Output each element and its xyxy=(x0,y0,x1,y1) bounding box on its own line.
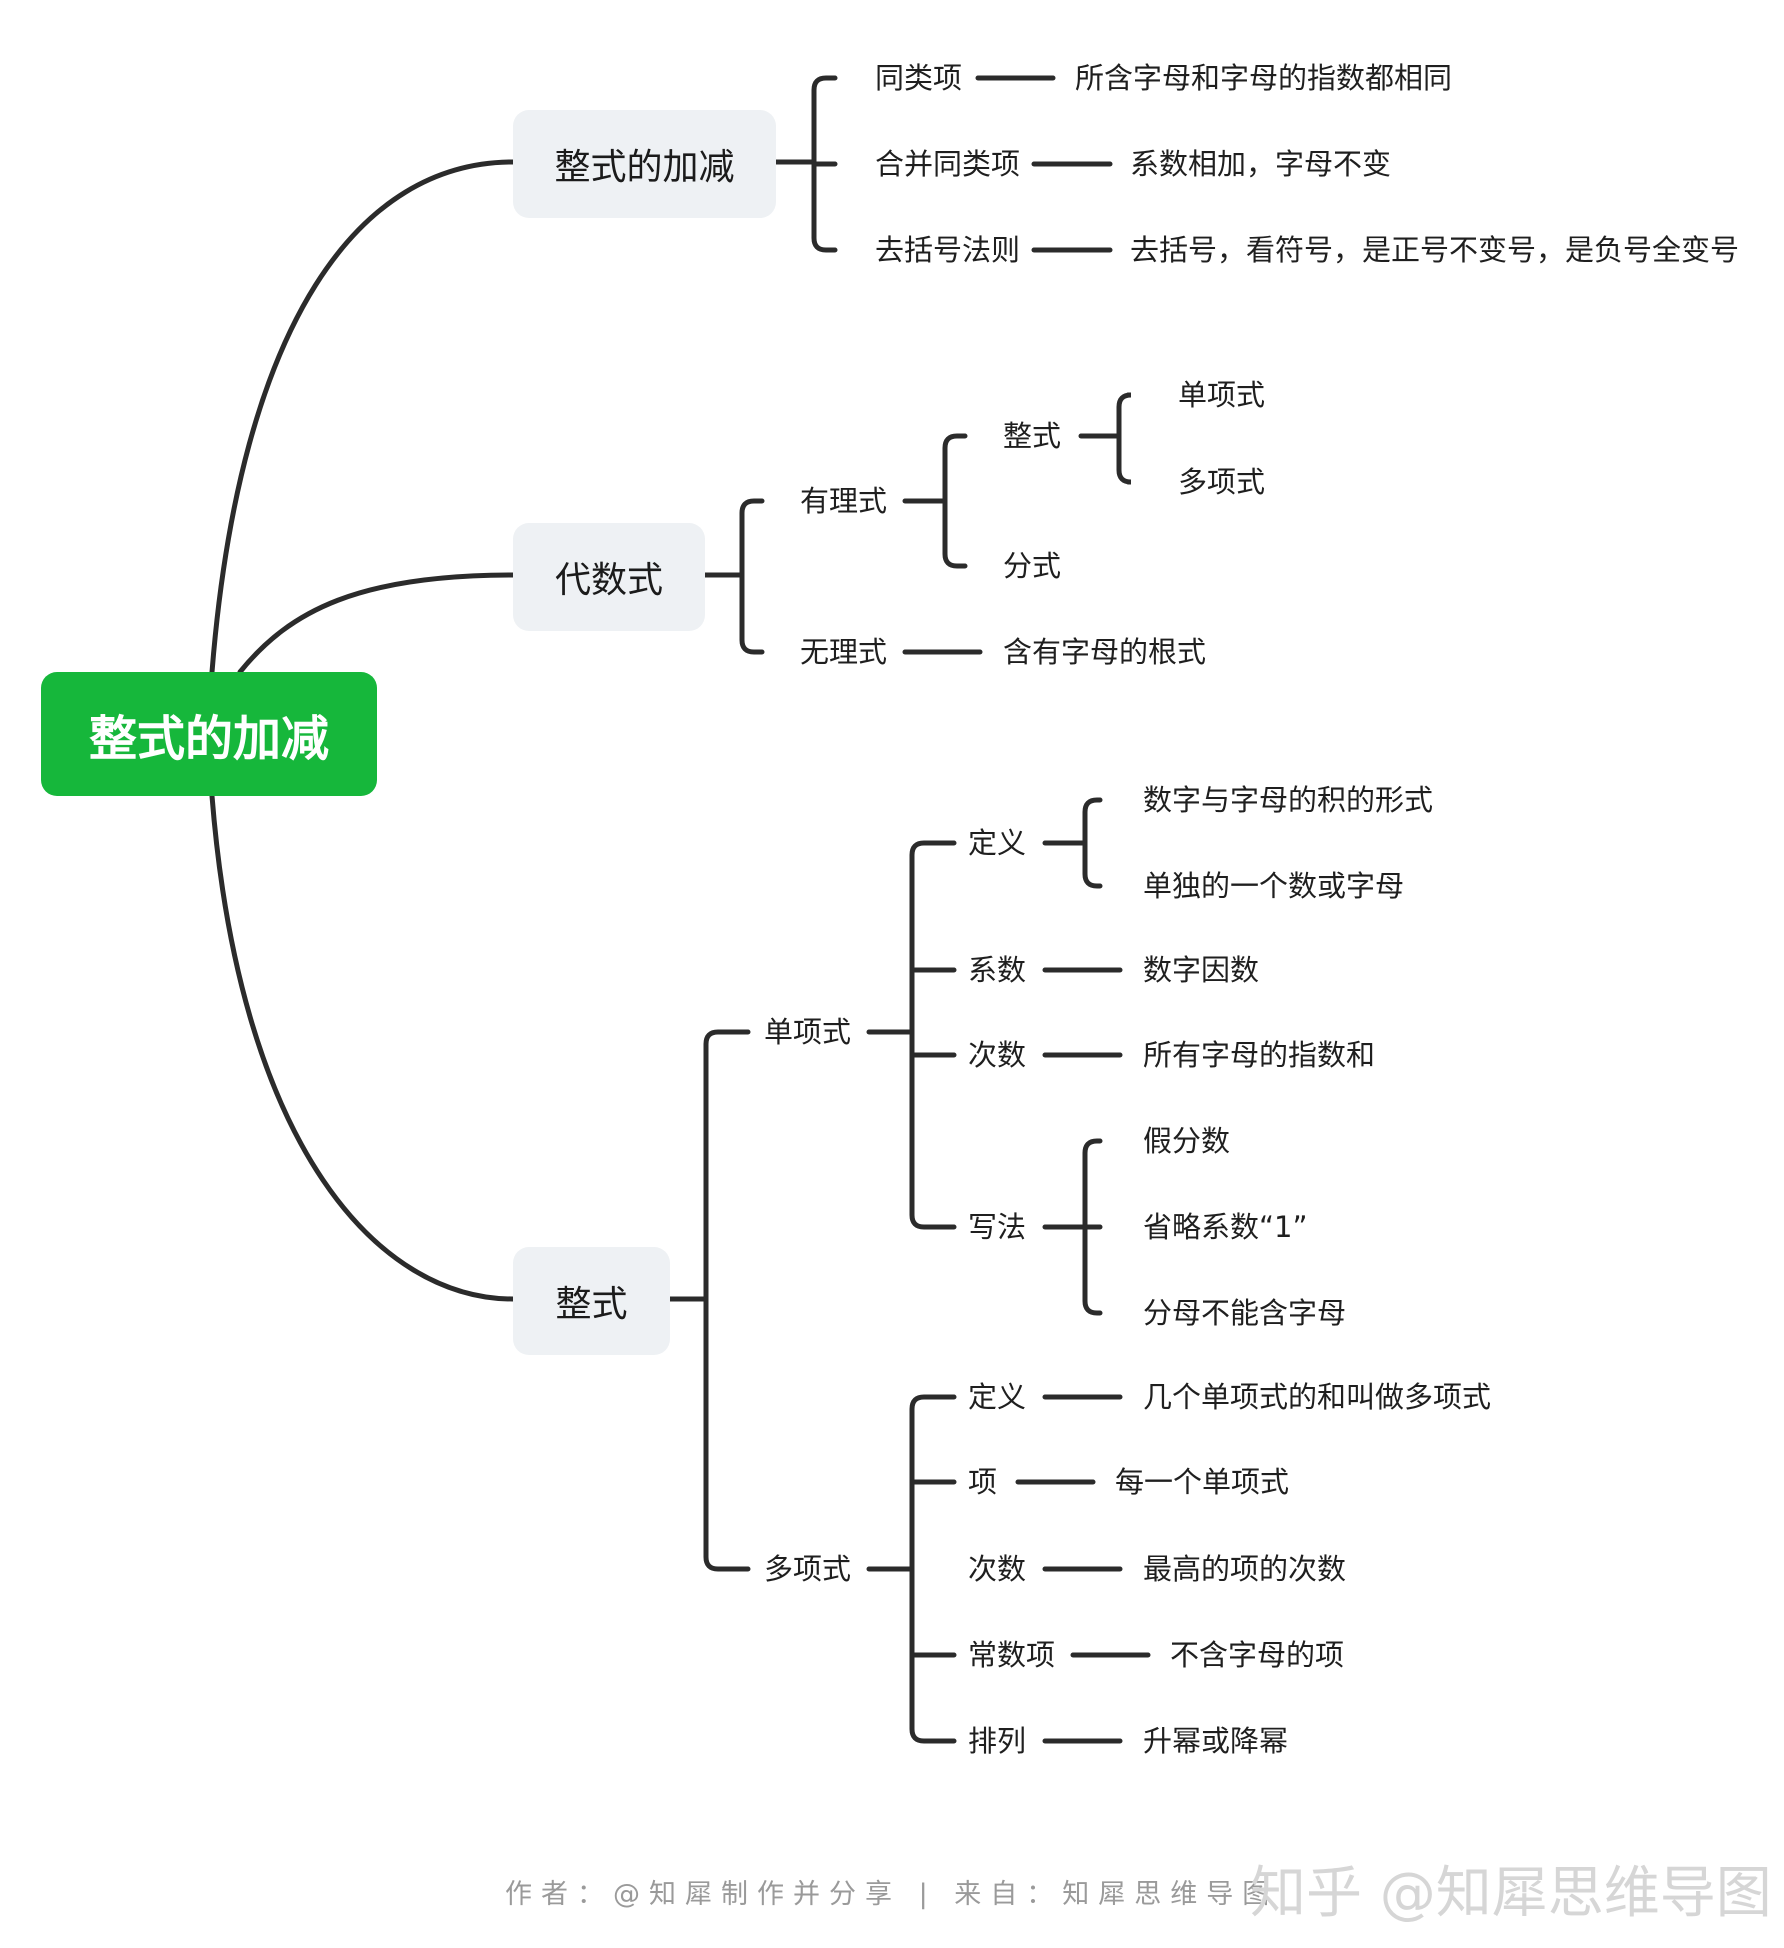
branch-addsub-node[interactable]: 整式的加减 xyxy=(513,110,776,218)
rational-expression-label[interactable]: 有理式 xyxy=(800,484,888,518)
arrangement-label[interactable]: 排列 xyxy=(968,1724,1027,1758)
polynomial-definition-detail[interactable]: 几个单项式的和叫做多项式 xyxy=(1143,1380,1492,1414)
root-node[interactable]: 整式的加减 xyxy=(41,672,377,796)
monomial-definition-item-1[interactable]: 数字与字母的积的形式 xyxy=(1143,783,1434,817)
notation-item-3[interactable]: 分母不能含字母 xyxy=(1143,1296,1347,1330)
monomial-coefficient-label[interactable]: 系数 xyxy=(968,953,1027,987)
polynomial-term-detail[interactable]: 每一个单项式 xyxy=(1115,1465,1290,1499)
like-terms-detail[interactable]: 所含字母和字母的指数都相同 xyxy=(1075,61,1453,95)
branch-integral-node[interactable]: 整式 xyxy=(513,1247,670,1355)
constant-term-label[interactable]: 常数项 xyxy=(968,1638,1056,1672)
like-terms-label[interactable]: 同类项 xyxy=(875,61,963,95)
monomial-definition-label[interactable]: 定义 xyxy=(968,826,1027,860)
combine-like-terms-label[interactable]: 合并同类项 xyxy=(875,147,1021,181)
monomial-degree-detail[interactable]: 所有字母的指数和 xyxy=(1143,1038,1376,1072)
polynomial-definition-label[interactable]: 定义 xyxy=(968,1380,1027,1414)
polynomial-label[interactable]: 多项式 xyxy=(764,1552,852,1586)
polynomial-leaf[interactable]: 多项式 xyxy=(1178,465,1266,499)
notation-item-1[interactable]: 假分数 xyxy=(1143,1124,1231,1158)
integral-expression-label[interactable]: 整式 xyxy=(1003,419,1062,453)
arrangement-detail[interactable]: 升幂或降幂 xyxy=(1143,1724,1289,1758)
monomial-degree-label[interactable]: 次数 xyxy=(968,1038,1027,1072)
fraction-expression-label[interactable]: 分式 xyxy=(1003,549,1062,583)
polynomial-degree-detail[interactable]: 最高的项的次数 xyxy=(1143,1552,1347,1586)
constant-term-detail[interactable]: 不含字母的项 xyxy=(1170,1638,1345,1672)
footer-credit: 作者：@知犀制作并分享 | 来自：知犀思维导图 xyxy=(505,1879,1279,1910)
watermark: 知乎 @知犀思维导图 xyxy=(1250,1861,1772,1926)
monomial-notation-label[interactable]: 写法 xyxy=(968,1210,1027,1244)
irrational-expression-detail[interactable]: 含有字母的根式 xyxy=(1003,635,1207,669)
notation-item-2[interactable]: 省略系数“1” xyxy=(1143,1210,1308,1244)
monomial-label[interactable]: 单项式 xyxy=(764,1015,852,1049)
polynomial-term-label[interactable]: 项 xyxy=(968,1465,998,1499)
irrational-expression-label[interactable]: 无理式 xyxy=(800,635,888,669)
monomial-leaf[interactable]: 单项式 xyxy=(1178,378,1266,412)
bracket-rule-detail[interactable]: 去括号，看符号，是正号不变号，是负号全变号 xyxy=(1130,233,1740,267)
bracket-rule-label[interactable]: 去括号法则 xyxy=(875,233,1021,267)
branch-algebraic-node[interactable]: 代数式 xyxy=(513,523,705,631)
polynomial-degree-label[interactable]: 次数 xyxy=(968,1552,1027,1586)
monomial-coefficient-detail[interactable]: 数字因数 xyxy=(1143,953,1260,987)
monomial-definition-item-2[interactable]: 单独的一个数或字母 xyxy=(1143,869,1405,903)
combine-like-terms-detail[interactable]: 系数相加，字母不变 xyxy=(1130,147,1392,181)
